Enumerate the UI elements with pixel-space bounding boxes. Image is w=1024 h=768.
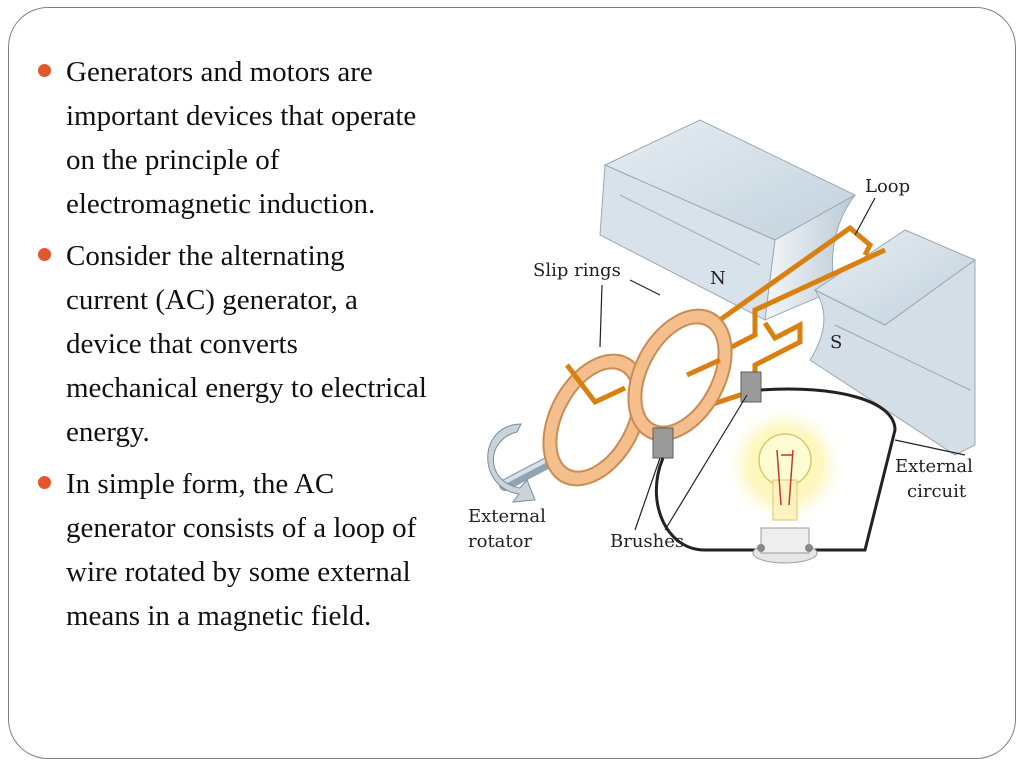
label-loop: Loop — [865, 176, 910, 197]
rotation-arrow-icon — [487, 423, 536, 503]
bullet-item-2: Consider the alternating current (AC) ge… — [38, 234, 430, 454]
label-external-circuit: External — [895, 456, 973, 477]
label-external-circuit-2: circuit — [907, 481, 967, 502]
wire-loop-end-2 — [685, 357, 722, 378]
brush-left — [652, 427, 674, 459]
label-south: S — [830, 332, 842, 353]
bullet-list: Generators and motors are important devi… — [38, 50, 430, 646]
bullet-text-3: In simple form, the AC generator consist… — [66, 468, 417, 632]
ac-generator-diagram: Loop Slip rings N S External circuit Ext… — [468, 119, 977, 564]
label-north: N — [710, 268, 726, 289]
bullet-item-3: In simple form, the AC generator consist… — [38, 462, 430, 638]
label-external-rotator: External — [468, 506, 546, 527]
light-bulb-icon — [723, 403, 847, 564]
wire-loop-end — [565, 363, 627, 406]
leader-lines — [599, 197, 966, 531]
label-external-rotator-2: rotator — [468, 531, 532, 552]
label-brushes: Brushes — [610, 531, 684, 552]
bullet-dot-icon — [38, 248, 51, 261]
slip-ring-right — [627, 308, 733, 442]
external-circuit-wire — [654, 387, 897, 552]
bullet-text-2: Consider the alternating current (AC) ge… — [66, 240, 427, 448]
bullet-dot-icon — [38, 476, 51, 489]
brush-right — [740, 371, 762, 403]
bullet-dot-icon — [38, 64, 51, 77]
label-slip-rings: Slip rings — [533, 260, 621, 281]
bullet-item-1: Generators and motors are important devi… — [38, 50, 430, 226]
south-magnet — [809, 229, 977, 456]
bullet-text-1: Generators and motors are important devi… — [66, 56, 417, 220]
